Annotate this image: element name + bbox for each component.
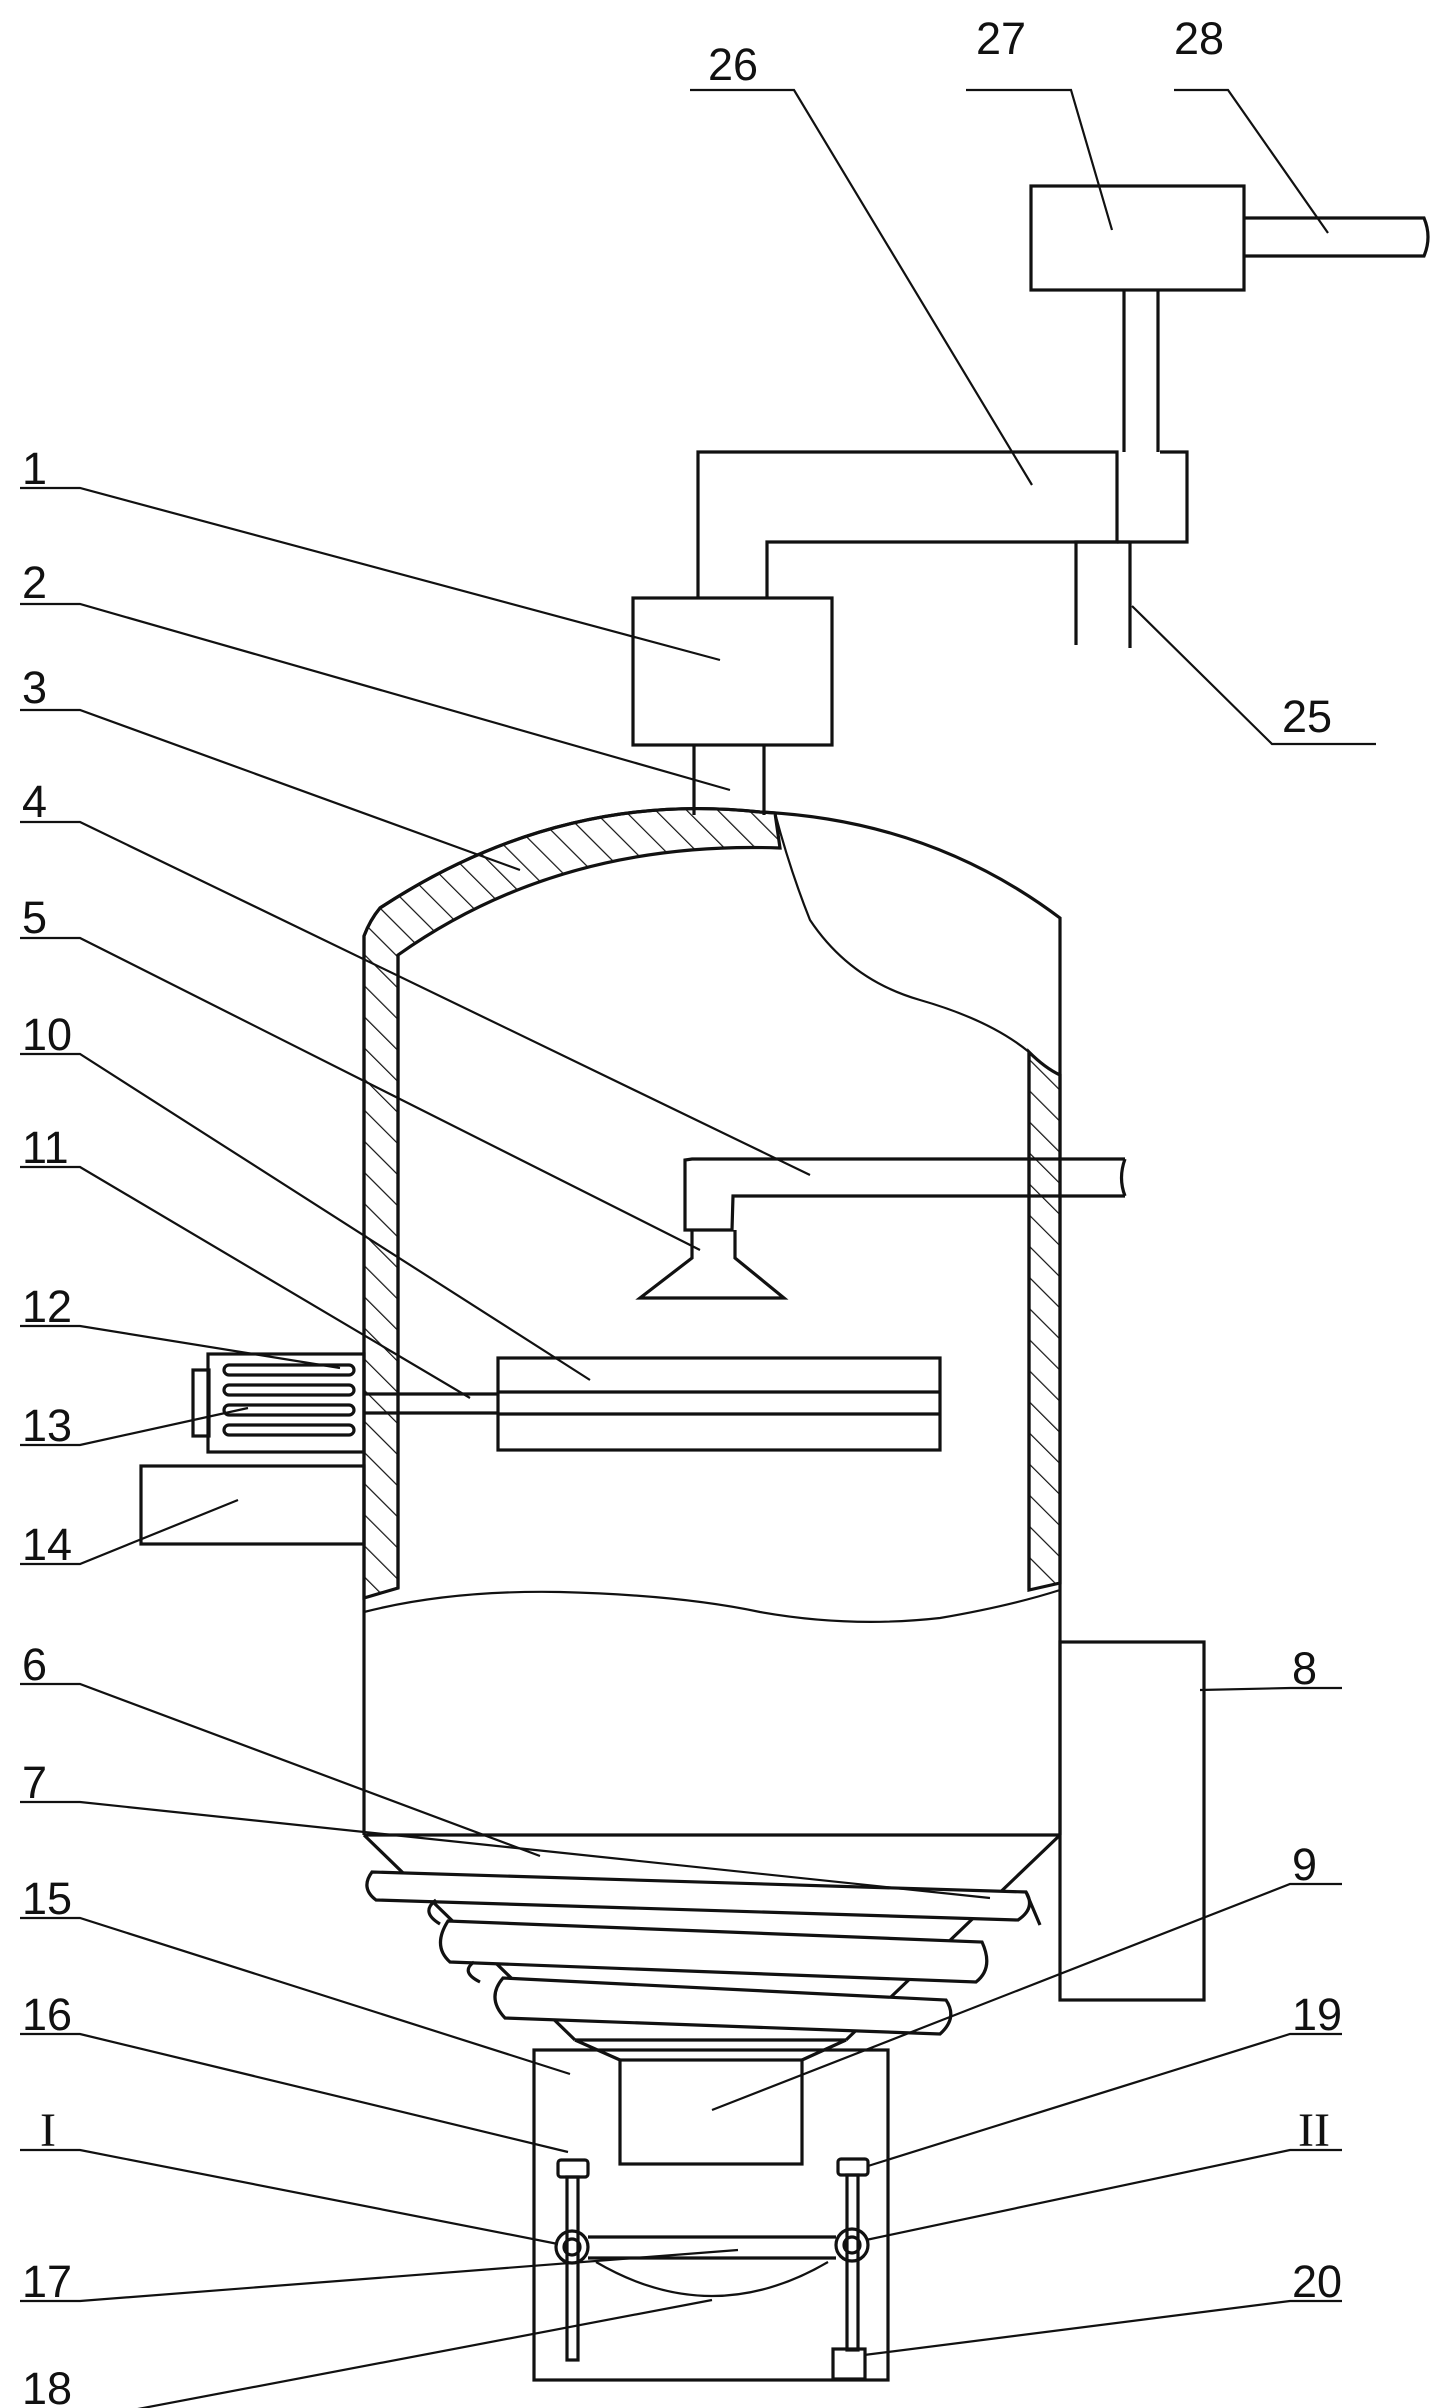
label-14: 14 [22,1519,72,1570]
label-16: 16 [22,1989,72,2040]
cutaway-break-line-top [773,812,1030,1053]
label-II: II [1298,2104,1330,2157]
label-9: 9 [1292,1839,1317,1890]
outlet-hopper-9 [618,2058,804,2166]
label-17: 17 [22,2256,72,2307]
label-7: 7 [22,1757,47,1808]
label-11: 11 [22,1122,69,1173]
vessel-outer-shell [362,806,1062,1835]
label-8: 8 [1292,1643,1317,1694]
vessel-right-hatched-wall [1027,1048,1062,1593]
label-28: 28 [1174,13,1224,64]
part-labels: 1 2 3 4 5 10 11 12 13 14 6 7 15 16 I 17 … [22,13,1342,2408]
label-18: 18 [22,2363,72,2408]
heating-coils [365,1870,1042,2036]
label-3: 3 [22,662,47,713]
label-27: 27 [976,13,1026,64]
label-1: 1 [22,443,47,494]
label-13: 13 [22,1400,72,1451]
filter-box-1 [631,596,834,747]
label-20: 20 [1292,2256,1342,2307]
label-15: 15 [22,1873,72,1924]
label-4: 4 [22,776,47,827]
label-2: 2 [22,557,47,608]
spray-nozzle [635,1230,789,1300]
stirrer-assembly [364,1356,942,1452]
leader-lines [20,88,1376,2408]
cutaway-break-line-bottom [363,1588,1061,1623]
label-26: 26 [708,39,758,90]
label-6: 6 [22,1639,47,1690]
vessel-upper-hatched-wall [362,806,782,1601]
label-I: I [40,2104,56,2157]
pump-box-27 [1029,184,1246,292]
side-box-8 [1058,1640,1206,2002]
vessel [362,806,1062,1835]
label-5: 5 [22,892,47,943]
motor-assembly [191,1352,366,1454]
label-19: 19 [1292,1989,1342,2040]
label-25: 25 [1282,691,1332,742]
collection-box [532,2038,890,2382]
label-12: 12 [22,1281,72,1332]
label-10: 10 [22,1009,72,1060]
bracket-14 [139,1464,366,1546]
spray-pipe-assembly [635,1157,1127,1300]
